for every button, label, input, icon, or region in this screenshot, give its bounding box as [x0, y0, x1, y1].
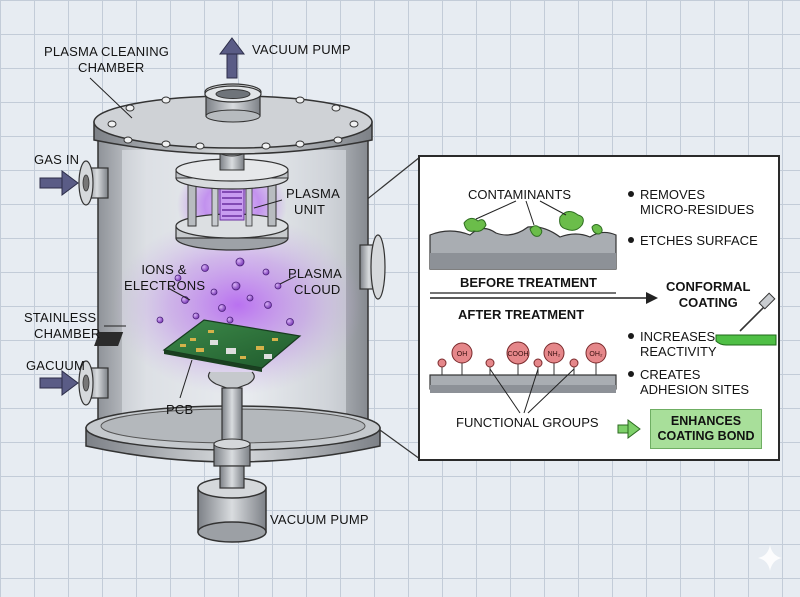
- gas-in-port: [78, 160, 109, 206]
- bottom-vacuum-pump: [197, 465, 267, 543]
- functional-group-molecules: OH COOH NH₂ OH₂: [437, 341, 607, 375]
- surface-treatment-panel: OH COOH NH₂ OH₂: [418, 155, 780, 461]
- coating-nozzle-icon: [715, 292, 777, 346]
- before-treatment-label: BEFORE TREATMENT: [460, 275, 597, 290]
- gacuum-label: GACUUM: [26, 358, 85, 373]
- functional-group-leaders: [489, 368, 575, 414]
- svg-text:OH: OH: [457, 351, 468, 358]
- contaminants-label: CONTAMINANTS: [468, 187, 572, 202]
- vacuum-pump-top-label: VACUUM PUMP: [252, 42, 351, 57]
- gacuum-arrow-icon: [39, 370, 79, 396]
- vacuum-pump-bottom-label: VACUUM PUMP: [270, 512, 369, 527]
- plasma-cloud-label: PLASMA CLOUD: [288, 266, 342, 297]
- pcb-label: PCB: [166, 402, 194, 417]
- contaminant-particles: [463, 211, 603, 237]
- plasma-unit-label: PLASMA UNIT: [286, 186, 340, 217]
- pcb-clamp: [207, 371, 255, 467]
- plasma-unit: [175, 147, 289, 251]
- after-treatment-label: AFTER TREATMENT: [458, 307, 585, 322]
- svg-text:COOH: COOH: [508, 351, 529, 358]
- top-port-neck: [204, 85, 262, 123]
- panel-illustration: OH COOH NH₂ OH₂: [429, 200, 777, 439]
- gas-in-arrow-icon: [39, 170, 79, 196]
- svg-text:NH₂: NH₂: [548, 351, 561, 358]
- leader-lines: [89, 77, 297, 399]
- ions-electrons-label: IONS & ELECTRONS: [124, 262, 206, 293]
- chamber-title-label: PLASMA CLEANING CHAMBER: [44, 44, 170, 75]
- before-surface: [429, 226, 617, 270]
- pcb-board: [94, 319, 302, 372]
- gacuum-port: [78, 360, 109, 406]
- gas-in-label: GAS IN: [34, 152, 80, 167]
- sparkle-icon: [758, 545, 782, 571]
- right-side-port: [359, 234, 386, 300]
- enhances-coating-bond-box: ENHANCES COATING BOND: [650, 409, 762, 449]
- vacuum-arrow-up-icon: [219, 37, 245, 79]
- contaminant-leaders: [475, 200, 567, 226]
- svg-text:OH₂: OH₂: [589, 351, 603, 358]
- after-surface: [429, 374, 617, 393]
- enhance-arrow-icon: [617, 419, 641, 439]
- lid-bolts: [107, 96, 359, 150]
- functional-groups-label: FUNCTIONAL GROUPS: [456, 415, 599, 430]
- transition-arrow-icon: [430, 292, 658, 304]
- bullet-etches-surface: ETCHES SURFACE: [628, 233, 758, 248]
- stainless-chamber-label: STAINLESS CHAMBER: [24, 310, 101, 341]
- conformal-coating-label: CONFORMAL COATING: [666, 279, 751, 310]
